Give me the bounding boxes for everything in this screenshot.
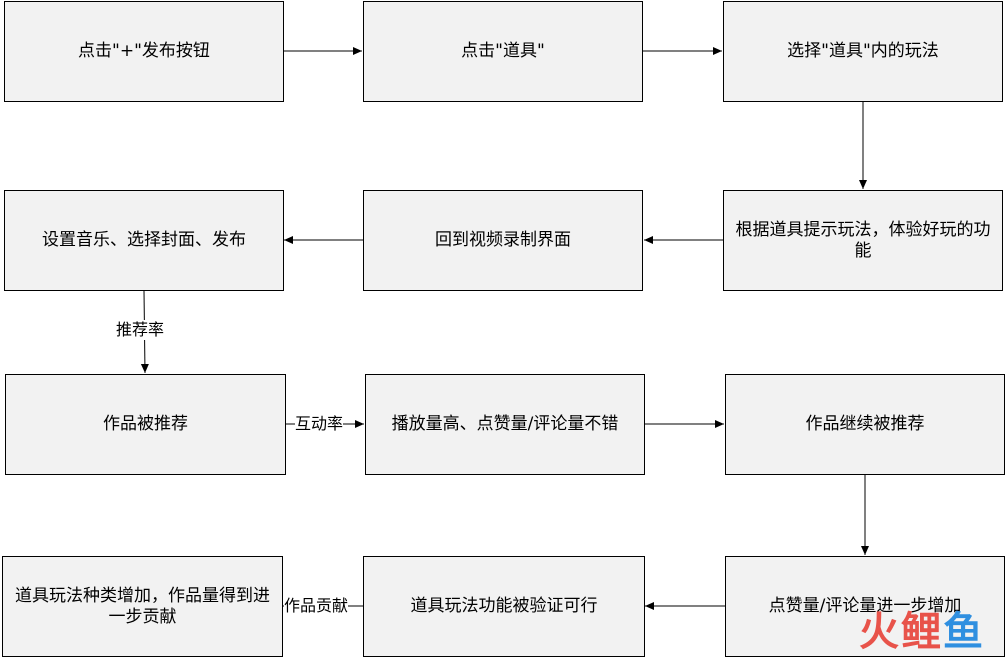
step-choose-prop-play: 选择"道具"内的玩法	[723, 1, 1003, 102]
step-label: 作品被推荐	[103, 414, 188, 434]
step-label: 选择"道具"内的玩法	[787, 41, 939, 61]
step-label: 道具玩法种类增加，作品量得到进一步贡献	[15, 585, 270, 627]
watermark-char: 火	[859, 609, 901, 655]
watermark-logo: 火鲤鱼	[859, 610, 985, 654]
watermark-char: 鱼	[943, 609, 985, 655]
edge-label-work-contribution: 作品贡献	[284, 596, 349, 616]
step-label: 回到视频录制界面	[435, 230, 571, 250]
watermark-char: 鲤	[901, 609, 943, 655]
edge-label-interaction-rate: 互动率	[295, 414, 344, 434]
step-likes-comments-increase: 点赞量/评论量进一步增加	[725, 556, 1005, 657]
step-label: 点击"+"发布按钮	[78, 41, 210, 61]
edge-label-recommend-rate: 推荐率	[116, 320, 165, 340]
step-high-plays-likes: 播放量高、点赞量/评论量不错	[365, 374, 645, 475]
step-click-props: 点击"道具"	[363, 1, 643, 102]
step-experience-prop: 根据道具提示玩法，体验好玩的功能	[723, 190, 1003, 291]
step-work-further-recommended: 作品继续被推荐	[725, 374, 1005, 475]
step-label: 作品继续被推荐	[805, 414, 925, 434]
step-back-to-recording: 回到视频录制界面	[363, 190, 643, 291]
step-prop-feature-validated: 道具玩法功能被验证可行	[363, 556, 645, 657]
step-set-music-cover-publish: 设置音乐、选择封面、发布	[4, 190, 284, 291]
step-label: 根据道具提示玩法，体验好玩的功能	[735, 219, 991, 261]
step-click-plus-publish: 点击"+"发布按钮	[4, 1, 284, 102]
step-label: 点击"道具"	[461, 41, 545, 61]
step-work-recommended: 作品被推荐	[5, 374, 286, 475]
step-label: 设置音乐、选择封面、发布	[42, 230, 246, 250]
step-more-prop-types: 道具玩法种类增加，作品量得到进一步贡献	[2, 556, 283, 657]
step-label: 道具玩法功能被验证可行	[410, 596, 598, 616]
step-label: 播放量高、点赞量/评论量不错	[391, 414, 619, 434]
step-label: 点赞量/评论量进一步增加	[768, 596, 962, 616]
